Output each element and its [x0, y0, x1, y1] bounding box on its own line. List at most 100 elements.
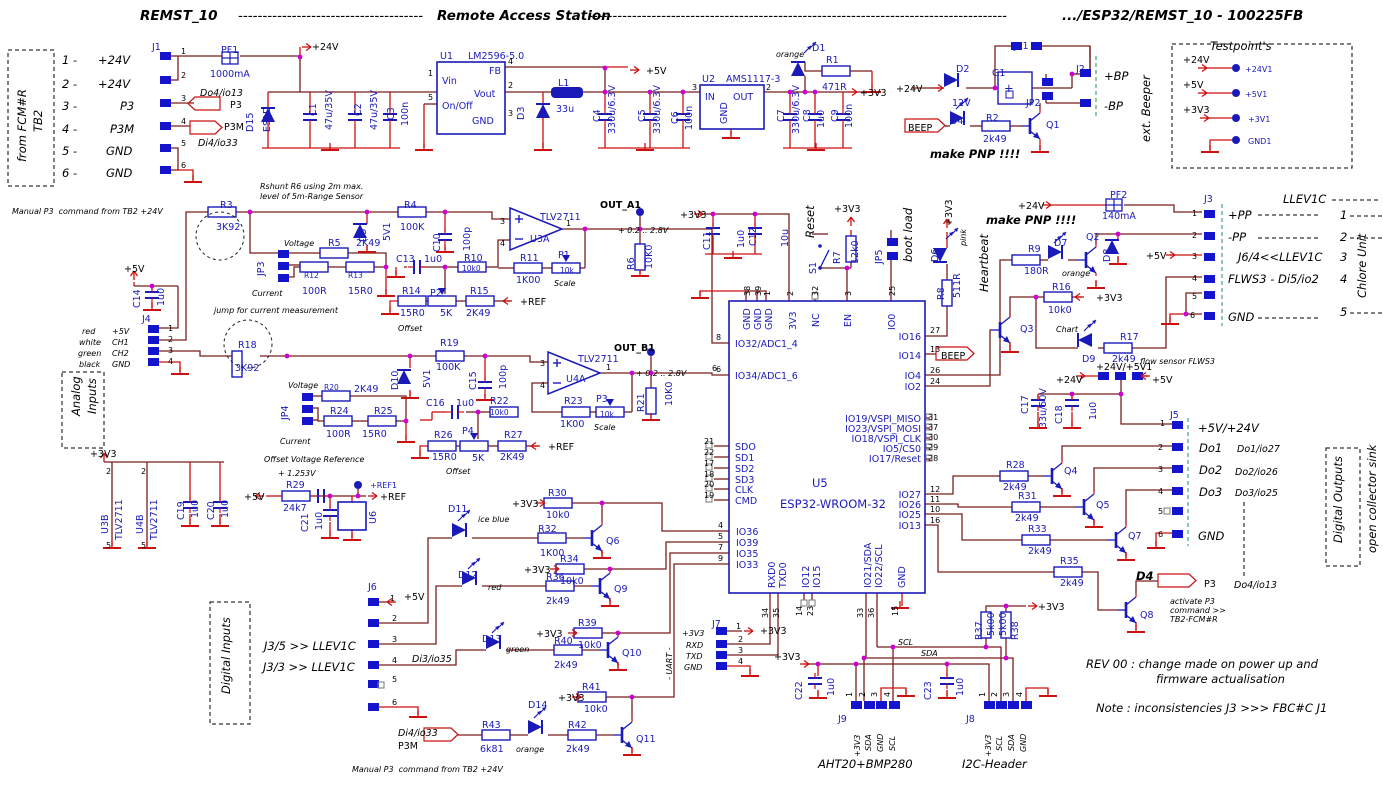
text-3: 3: [738, 646, 743, 655]
text-r13: R13: [348, 271, 363, 280]
wire: [925, 259, 1012, 376]
text-1u0: 1u0: [220, 500, 231, 518]
wire: [178, 169, 194, 180]
power-arrow: [553, 564, 560, 570]
switch-contact: [818, 244, 822, 248]
text-2k49: 2k49: [983, 134, 1007, 145]
power-arrow: [305, 42, 312, 48]
resistor-body: [1103, 342, 1133, 354]
text-r40: R40: [554, 636, 573, 647]
text-nc: NC: [811, 313, 822, 327]
text-38: 38: [743, 286, 752, 296]
text-10k0: 10k0: [578, 640, 602, 651]
wire: [1061, 445, 1172, 460]
text-2k49: 2k49: [566, 744, 590, 755]
ic-outline: [699, 84, 765, 130]
connector-pad: [716, 640, 727, 648]
text-4: 4 -: [62, 122, 77, 136]
ic-outline: [337, 501, 367, 531]
connector-pad: [278, 262, 289, 270]
emitter-arrow: [603, 592, 610, 599]
text-10k: 10k: [600, 410, 615, 419]
text-di3-io35: Di3/io35: [412, 654, 452, 665]
connector-pad: [887, 252, 898, 260]
text-1: 1: [566, 219, 571, 228]
text-di4-io33: Di4/io33: [398, 728, 438, 739]
text-2: 2: [168, 335, 173, 344]
text-34: 34: [761, 608, 770, 618]
text-j3-5-llev1c: J3/5 >> LLEV1C: [262, 639, 356, 653]
junction-dot: [442, 209, 448, 215]
text-6: 6: [716, 365, 721, 374]
text-24v: +24V: [98, 53, 131, 67]
text-io34-adc1-6: IO34/ADC1_6: [735, 371, 798, 382]
text-3v3: +3V3: [558, 693, 585, 704]
text-330u-6-3v: 330u/6.3V: [791, 85, 802, 134]
junction-dot: [615, 630, 621, 636]
text-330u-6-3v: 330u/6.3V: [607, 85, 618, 134]
text-10k: 10k: [560, 266, 575, 275]
junction-dot: [853, 661, 859, 667]
led-body: [950, 111, 964, 125]
wire: [925, 475, 1000, 495]
text-4: 4: [718, 521, 723, 530]
no-connect-square: [1163, 507, 1171, 515]
text-io17-reset: IO17/Reset: [869, 454, 921, 465]
junction-dot: [812, 89, 818, 95]
text-jump-for-current-measurement: jump for current measurement: [213, 306, 339, 315]
jump-marker-circle: [195, 211, 245, 261]
wire: [724, 665, 751, 674]
text-5v: +5V: [124, 264, 145, 275]
text-jp3: JP3: [256, 261, 267, 277]
text-1: 1: [1160, 419, 1165, 428]
text-3: 3: [870, 692, 879, 697]
power-arrow: [1031, 605, 1038, 611]
text-white: white: [79, 338, 101, 347]
resistor-body: [941, 279, 953, 307]
text-511r: 511R: [952, 273, 963, 298]
resistor-body: [1000, 611, 1012, 639]
resistor-body: [489, 406, 519, 418]
no-connect-square: [705, 484, 713, 492]
text-r21: R21: [636, 393, 647, 412]
text-flws3-di5-io2: FLWS3 - Di5/io2: [1228, 272, 1319, 286]
junction-dot: [355, 493, 361, 499]
text-d11: D11: [448, 504, 467, 515]
text-2k49: 2k49: [1112, 354, 1136, 365]
text-5v: +5V: [1152, 375, 1173, 386]
wire: [925, 524, 1054, 573]
text-3: 3: [168, 346, 173, 355]
junction-dot: [680, 89, 686, 95]
no-connect-square: [925, 423, 933, 431]
power-arrow: [254, 491, 264, 501]
text-green: green: [506, 645, 529, 654]
text-r42: R42: [568, 720, 587, 731]
wire: [699, 290, 746, 296]
text-offset: Offset: [446, 467, 471, 476]
text-3: 3: [1158, 465, 1163, 474]
wire: [1082, 571, 1117, 611]
text-c12: C12: [748, 227, 759, 246]
text-4: 4: [168, 357, 173, 366]
text-io14: IO14: [899, 351, 921, 362]
text-2k49: 2K49: [466, 308, 490, 319]
text-5: 5: [106, 541, 111, 550]
pot-body: [595, 406, 625, 418]
power-arrow: [1028, 601, 1038, 611]
transistor-collector: [1029, 112, 1041, 122]
wire: [1093, 467, 1172, 491]
text-29: 29: [928, 443, 938, 452]
power-arrow: [747, 626, 754, 632]
text-p3m: P3M: [110, 122, 134, 136]
text-2: 2: [392, 614, 397, 623]
power-arrow: [1074, 292, 1084, 302]
text-rshunt-r6-using-2m-max: Rshunt R6 using 2m max.: [260, 182, 363, 191]
text-5k: 5K: [440, 308, 453, 319]
power-arrow: [800, 659, 810, 669]
wire: [157, 286, 179, 329]
text-r41: R41: [582, 682, 601, 693]
text-r14: R14: [402, 286, 421, 297]
text-p3: P3: [120, 99, 134, 113]
text-9: 9: [718, 554, 723, 563]
net-dot: [1232, 114, 1240, 122]
